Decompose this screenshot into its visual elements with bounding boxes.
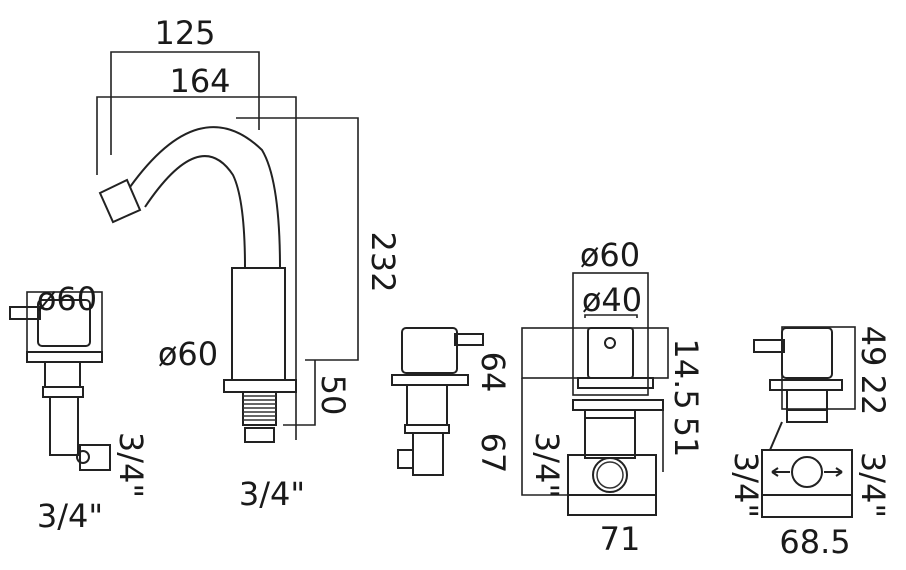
- side-valve-drawing: [753, 326, 856, 518]
- dim-49: 49: [854, 326, 892, 367]
- spout-drawing: [96, 51, 359, 443]
- dim-concealed-handle-diameter: ø40: [582, 281, 642, 319]
- dim-concealed-plate-diameter: ø60: [580, 236, 640, 274]
- spout-base-plate: [223, 379, 297, 393]
- dim-50: 50: [314, 375, 352, 416]
- dim-14-5: 14.5: [667, 338, 705, 409]
- concealed-valve-drawing: [521, 272, 669, 516]
- concealed-valve-connection: 3/4": [528, 432, 566, 498]
- left-valve-drawing: [9, 291, 111, 471]
- dim-22: 22: [854, 375, 892, 416]
- dim-232: 232: [364, 231, 402, 292]
- dim-71: 71: [600, 520, 641, 558]
- side-valve-left-connection: 3/4": [727, 452, 765, 518]
- side-valve-right-connection: 3/4": [854, 452, 892, 518]
- spout-nozzle: [98, 178, 142, 224]
- middle-valve-drawing: [391, 327, 484, 476]
- dim-51: 51: [667, 417, 705, 458]
- dim-67: 67: [474, 433, 512, 474]
- left-valve-side-connection: 3/4": [112, 432, 150, 498]
- spout-connection: 3/4": [239, 475, 305, 513]
- dim-68-5: 68.5: [779, 523, 850, 561]
- dim-spout-diameter: ø60: [158, 335, 218, 373]
- dim-125: 125: [154, 14, 215, 52]
- dim-164: 164: [169, 62, 230, 100]
- left-valve-bottom-connection: 3/4": [37, 497, 103, 535]
- dim-left-valve-diameter: ø60: [37, 280, 97, 318]
- spout-body: [231, 267, 286, 381]
- dim-64: 64: [474, 352, 512, 393]
